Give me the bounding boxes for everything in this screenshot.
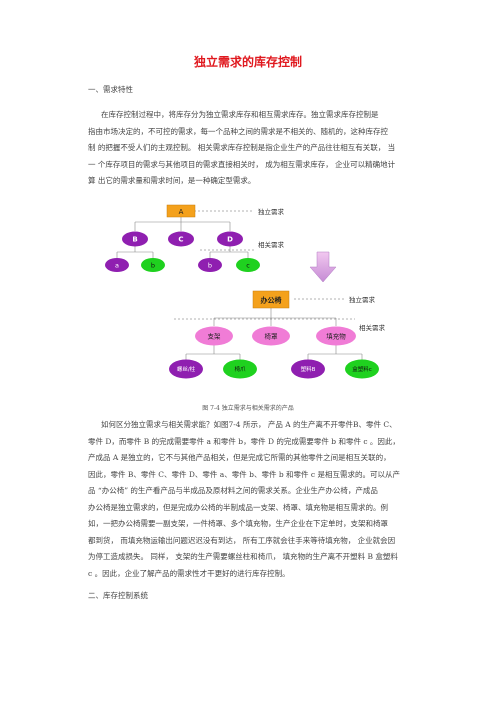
paragraph-2: 如何区分独立需求与相关需求能？如图7-4 所示， 产品 A 的生产离不开零件B、… [88, 417, 414, 582]
node-bracket [195, 326, 233, 346]
top-tree-lines [116, 216, 249, 258]
node-b-small-label: b [151, 262, 155, 270]
text-line: 产成品 A 是独立的，它不与其他产品相关，但是完成它所需的其他零件之间是相互关联… [88, 453, 391, 462]
node-a [166, 204, 196, 218]
bottom-tree-lines [185, 308, 363, 360]
text-line: 如何区分独立需求与相关需求能？如图7-4 所示， 产品 A 的生产离不开零件B、… [101, 420, 397, 429]
node-b2-small [198, 258, 222, 272]
page-title: 独立需求的库存控制 [193, 55, 302, 69]
text-line: 因此，零件 B、零件 C、零件 D、零件 a、零件 b、零件 b 和零件 c 是… [88, 469, 400, 479]
node-plastic-b [291, 359, 325, 379]
text-line: 一 个库存项目的需求与其他项目的需求直接相关时， 成为相互需求库存， 企业可以精… [88, 159, 396, 169]
node-a-small-label: a [115, 262, 119, 270]
text-line: 指由市场决定的，不可控的需求，每一个品种之间的需求是不相关的、随机的，这种库存控 [88, 126, 388, 136]
node-b2-small-label: b [208, 262, 212, 270]
node-filler [316, 326, 356, 346]
node-office-chair-label: 办公椅 [261, 296, 282, 305]
node-b [122, 231, 148, 247]
node-seat-cover [252, 326, 290, 346]
node-filler-label: 填充物 [326, 332, 346, 341]
node-a-label: A [179, 208, 184, 216]
node-office-chair [252, 290, 290, 309]
text-line: 在库存控制过程中，将库存分为独立需求库存和相互需求库存。独立需求库存控制是 [101, 110, 379, 119]
node-c [168, 231, 194, 247]
node-plastic-c [345, 359, 379, 379]
section-heading-2: 二、库存控制系统 [88, 591, 148, 600]
text-line: 都到货， 而填充物运输出问题迟迟没有到达， 所有工序就会往手来等待填充物， 企业… [88, 535, 396, 545]
node-claw-label: 椅爪 [234, 365, 246, 373]
figure-caption: 图 7-4 独立需求与相关需求的产品 [202, 405, 294, 412]
node-c-small-label: c [246, 262, 250, 270]
node-seat-cover-label: 椅罩 [265, 332, 279, 341]
node-bracket-label: 支架 [208, 332, 222, 341]
node-claw [223, 359, 257, 379]
text-line: 办公椅是独立需求的，但是完成办公椅的半制成品一支架、椅罩、填充物是相互需求的。例 [88, 502, 388, 512]
node-b-small [141, 258, 165, 272]
node-plastic-b-label: 塑料B [301, 365, 316, 373]
label-independent: 独立需求 [258, 207, 285, 216]
node-d [217, 231, 243, 247]
paragraph-1: 在库存控制过程中，将库存分为独立需求库存和相互需求库存。独立需求库存控制是 指由… [88, 107, 414, 190]
text-line: 如，一把办公椅需要一副支架，一件椅罩、多个填充物，生产企业在下定单时，支架和椅罩 [88, 519, 388, 528]
node-c-label: C [178, 236, 183, 244]
node-c-small [236, 258, 260, 272]
text-line: 零件 D，而零件 B 的完成需要零件 a 和零件 b，零件 D 的完成需要零件 … [88, 436, 400, 446]
text-line: 算 出它的需求量和需求时间，是一种确定型需求。 [88, 176, 256, 185]
text-line: 品 “办公椅” 的生产看产品与半成品及原材料之间的需求关系。企业生产办公椅，产成… [88, 486, 378, 495]
text-line: 为停工造成损失。 同样， 支架的生产需要螺丝柱和椅爪， 填充物的生产离不开塑料 … [88, 552, 398, 561]
node-screw [169, 359, 203, 379]
label-dependent-2: 相关需求 [359, 323, 386, 332]
node-screw-label: 螺丝/柱 [177, 365, 196, 373]
down-arrow-icon [309, 251, 337, 283]
node-plastic-c-label: 盒塑料c [352, 365, 372, 373]
label-independent-2: 独立需求 [349, 295, 376, 304]
node-a-small [105, 258, 129, 272]
section-heading-1: 一、需求特性 [88, 85, 133, 94]
node-d-label: D [227, 236, 233, 244]
text-line: c 。因此，企业了解产品的需求性才干更好的进行库存控制。 [88, 568, 290, 578]
text-line: 制 的把握不受人们的主观控制。 相关需求库存控制是指企业生产的产品往往相互有关联… [88, 143, 396, 152]
label-dependent: 相关需求 [258, 240, 285, 249]
node-b-label: B [132, 236, 137, 244]
